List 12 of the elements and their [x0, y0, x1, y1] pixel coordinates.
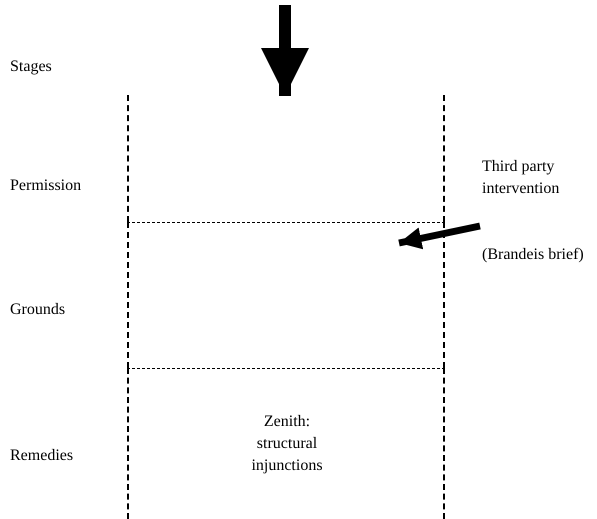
- stage-band: [127, 95, 445, 222]
- annotation-text: (Brandeis brief): [482, 245, 585, 265]
- annotation-text: Third party intervention: [482, 157, 560, 199]
- stage-name: Remedies: [10, 447, 74, 465]
- stage-name: Permission: [10, 177, 82, 195]
- stage-band: [127, 368, 445, 519]
- stage-name: Grounds: [10, 301, 66, 319]
- column-title: Stages: [10, 58, 52, 76]
- stage-note: Zenith: structural injunctions: [250, 412, 324, 476]
- arrow: [261, 5, 309, 96]
- arrow: [398, 222, 481, 250]
- stage-band: [127, 222, 445, 368]
